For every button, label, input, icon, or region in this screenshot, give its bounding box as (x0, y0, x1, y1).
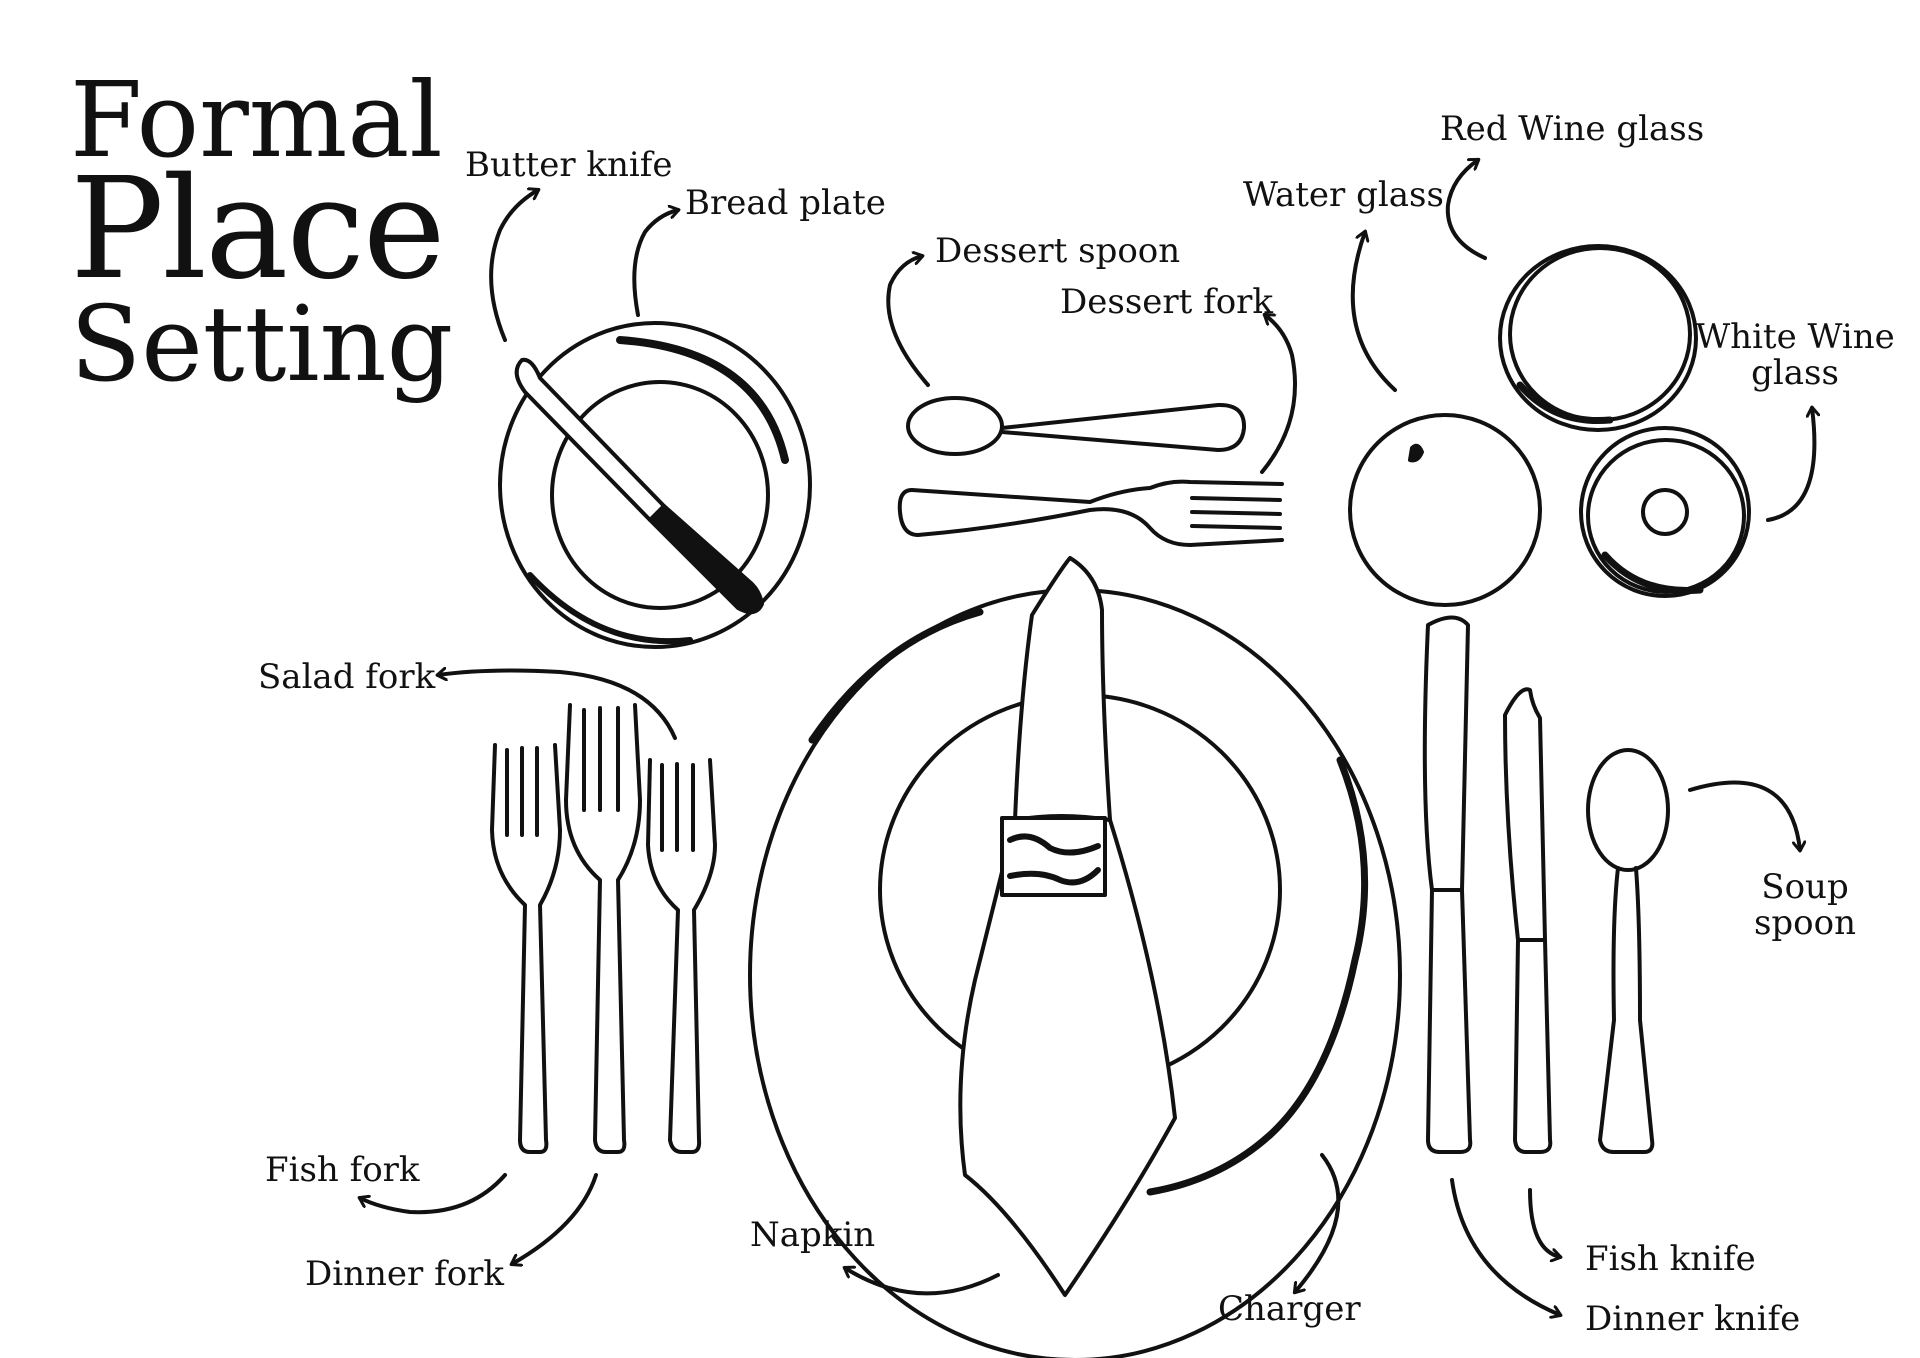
soup-spoon-arrow (1688, 780, 1800, 851)
label-red-wine-glass: Red Wine glass (1440, 109, 1705, 149)
bread-plate-arrow (632, 210, 678, 317)
red-wine-glass-icon (1498, 244, 1698, 432)
label-white-wine-glass-line2: glass (1751, 352, 1839, 393)
dessert-spoon-arrow (886, 256, 930, 387)
label-butter-knife: Butter knife (465, 145, 673, 185)
dinner-knife-icon (1422, 615, 1473, 1154)
dinner-fork-arrow (512, 1173, 598, 1264)
butter-knife-icon (514, 357, 764, 615)
napkin-arrow (845, 1268, 1000, 1296)
fish-knife-arrow (1528, 1188, 1560, 1257)
salad-fork-icon (646, 758, 717, 1154)
title-line-place: Place (70, 148, 446, 311)
label-charger: Charger (1218, 1289, 1361, 1329)
label-fish-fork: Fish fork (265, 1150, 420, 1190)
fish-knife-icon (1503, 687, 1553, 1154)
label-soup-spoon-line1: Soup (1761, 867, 1849, 907)
napkin-icon (958, 556, 1177, 1297)
dessert-fork-arrow (1260, 315, 1297, 474)
salad-fork-arrow (438, 671, 677, 740)
label-white-wine-glass: White Wine glass (1695, 317, 1895, 393)
label-bread-plate: Bread plate (685, 183, 886, 223)
fish-fork-icon (490, 743, 562, 1154)
charger-arrow (1295, 1153, 1341, 1292)
dessert-spoon-icon (906, 396, 1247, 456)
white-wine-glass-arrow (1766, 408, 1814, 522)
label-salad-fork: Salad fork (258, 657, 436, 697)
label-dinner-fork: Dinner fork (305, 1254, 505, 1294)
label-soup-spoon: Soup spoon (1745, 867, 1865, 943)
red-wine-glass-arrow (1445, 160, 1487, 260)
dinner-fork-icon (564, 703, 642, 1154)
soup-spoon-icon (1586, 748, 1670, 1154)
title-line-formal: Formal (70, 59, 443, 181)
title-line-setting: Setting (70, 283, 454, 405)
label-fish-knife: Fish knife (1585, 1239, 1756, 1279)
fish-fork-arrow (360, 1173, 507, 1215)
label-dinner-knife: Dinner knife (1585, 1299, 1801, 1339)
label-napkin: Napkin (750, 1215, 876, 1255)
label-water-glass: Water glass (1243, 175, 1444, 215)
dessert-fork-icon (897, 479, 1284, 547)
label-soup-spoon-line2: spoon (1753, 902, 1857, 943)
label-dessert-fork: Dessert fork (1060, 282, 1274, 322)
dinner-knife-arrow (1450, 1178, 1560, 1315)
butter-knife-arrow (489, 190, 538, 342)
water-glass-arrow (1350, 232, 1397, 392)
bread-plate-icon (498, 321, 812, 649)
label-white-wine-glass-line1: White Wine (1695, 317, 1895, 357)
label-dessert-spoon: Dessert spoon (935, 231, 1181, 271)
water-glass-icon (1348, 413, 1542, 607)
white-wine-glass-icon (1579, 426, 1751, 598)
